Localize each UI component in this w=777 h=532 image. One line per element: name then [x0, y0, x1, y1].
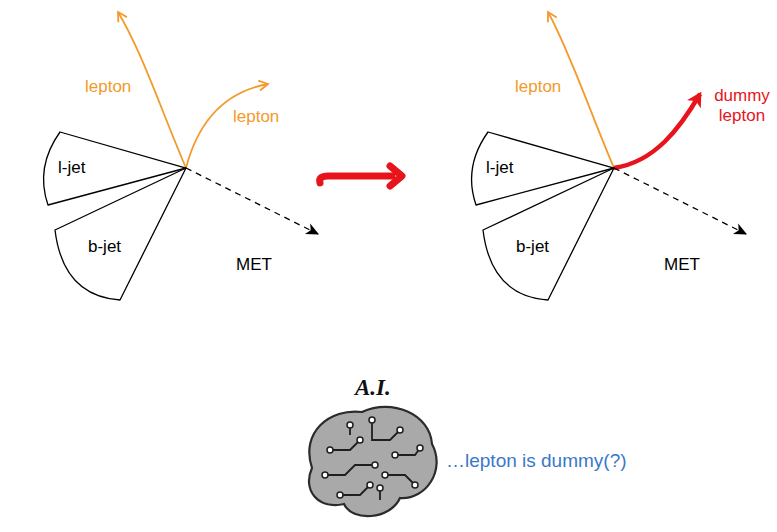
jet-label: b-jet: [516, 237, 549, 257]
dummy-lepton-label: dummy lepton: [712, 86, 772, 127]
brain-icon: [309, 407, 437, 516]
met-arrow: [614, 168, 746, 234]
met-arrow: [186, 168, 318, 234]
jet-cone: b-jet: [473, 160, 618, 305]
ai-label: A.I.: [355, 374, 391, 402]
lepton-label: lepton: [233, 107, 279, 127]
jet-label: l-jet: [58, 158, 85, 178]
met-label: MET: [236, 255, 272, 275]
jet-cone: b-jet: [45, 160, 190, 305]
jet-label: b-jet: [88, 237, 121, 257]
lepton-label: lepton: [85, 77, 131, 97]
cone-outline: [473, 160, 618, 305]
dummy-lepton-track: [614, 94, 700, 168]
cone-outline: [45, 160, 190, 305]
lepton-label: lepton: [515, 77, 561, 97]
met-label: MET: [664, 255, 700, 275]
jet-label: l-jet: [486, 158, 513, 178]
transform-arrow: [320, 166, 402, 186]
ai-thought: …lepton is dummy(?): [446, 450, 627, 473]
